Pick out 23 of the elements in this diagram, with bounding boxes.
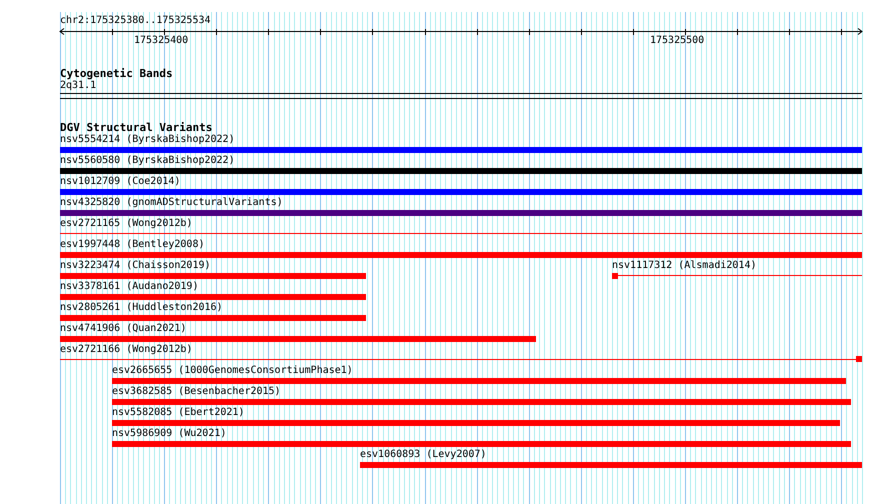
feature-label: esv3682585 (Besenbacher2015) — [112, 386, 281, 398]
feature-label: esv2721166 (Wong2012b) — [60, 344, 192, 356]
feature-label: esv1997448 (Bentley2008) — [60, 239, 204, 251]
feature-label: nsv4741906 (Quan2021) — [60, 323, 186, 335]
feature-label: esv2665655 (1000GenomesConsortiumPhase1) — [112, 365, 353, 377]
feature-label: nsv3223474 (Chaisson2019) — [60, 260, 211, 272]
feature-label: nsv3378161 (Audano2019) — [60, 281, 198, 293]
feature-label: nsv2805261 (Huddleston2016) — [60, 302, 223, 314]
feature-label: nsv5554214 (ByrskaBishop2022) — [60, 134, 235, 146]
track-title: Cytogenetic Bands — [60, 68, 173, 80]
ruler-range-label: chr2:175325380..175325534 — [60, 15, 211, 27]
tick-label: 175325500 — [650, 35, 704, 47]
tick-label: 175325400 — [134, 35, 188, 47]
feature-label: nsv1012709 (Coe2014) — [60, 176, 180, 188]
feature-label: nsv5986909 (Wu2021) — [112, 428, 226, 440]
feature-label: nsv5560580 (ByrskaBishop2022) — [60, 155, 235, 167]
feature-label: esv2721165 (Wong2012b) — [60, 218, 192, 230]
feature-label: nsv1117312 (Alsmadi2014) — [612, 260, 756, 272]
track-title: DGV Structural Variants — [60, 122, 212, 134]
band-label: 2q31.1 — [60, 80, 96, 92]
feature-label: esv1060893 (Levy2007) — [360, 449, 486, 461]
feature-label: nsv5582085 (Ebert2021) — [112, 407, 244, 419]
feature-label: nsv4325820 (gnomADStructuralVariants) — [60, 197, 283, 209]
